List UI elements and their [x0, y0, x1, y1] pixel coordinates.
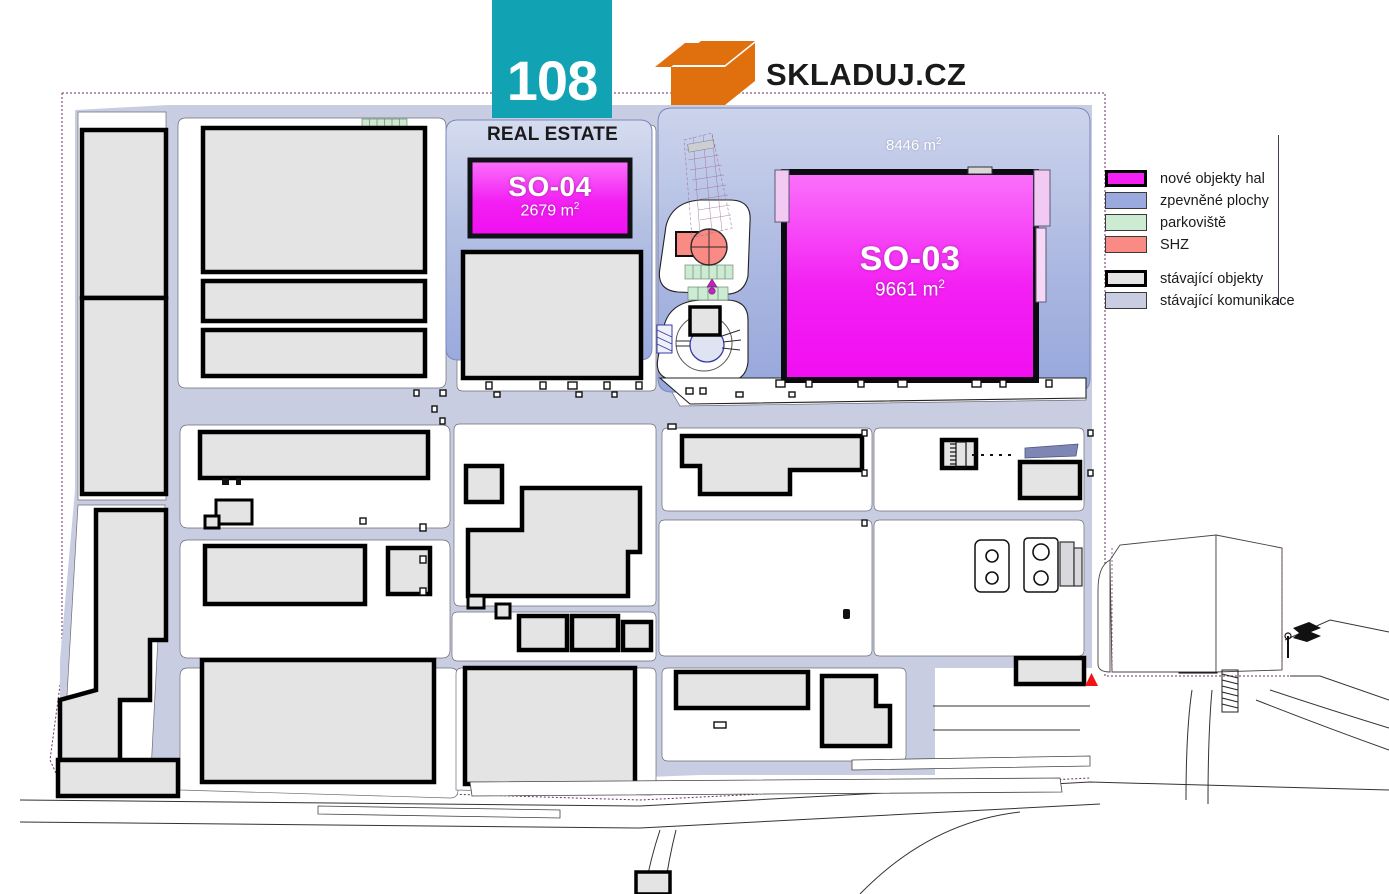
legend-label-shz: SHZ	[1160, 236, 1189, 253]
plot-area-label-8446: 8446 m2	[886, 136, 942, 154]
shz-layer	[675, 228, 728, 295]
red-triangle-marker	[1085, 673, 1098, 686]
skladuj-wordmark: SKLADUJ.CZ	[766, 57, 967, 92]
new-halls-layer	[467, 157, 1051, 383]
legend-divider	[1278, 135, 1279, 305]
legend-swatch-paved-areas	[1105, 192, 1147, 209]
tech-feature	[675, 305, 742, 372]
existing-buildings-layer	[55, 125, 1087, 799]
legend-label-new-halls: nové objekty hal	[1160, 170, 1265, 187]
legend-swatch-parking	[1105, 214, 1147, 231]
legend-item-existing-roads: stávající komunikace	[1105, 290, 1375, 311]
brand-real-estate-subtitle: REAL ESTATE	[487, 124, 618, 145]
legend-item-existing-buildings: stávající objekty	[1105, 268, 1375, 289]
legend-label-paved-areas: zpevněné plochy	[1160, 192, 1269, 209]
legend-item-parking: parkoviště	[1105, 212, 1375, 233]
blue-hatch-box	[656, 324, 673, 354]
skladuj-box-icon	[655, 37, 755, 105]
legend-label-existing-buildings: stávající objekty	[1160, 270, 1264, 287]
legend-item-paved-areas: zpevněné plochy	[1105, 190, 1375, 211]
hatch-overlay	[683, 132, 733, 239]
legend-item-shz: SHZ	[1105, 234, 1375, 255]
brand-108-number: 108	[506, 49, 598, 112]
legend-label-existing-roads: stávající komunikace	[1160, 292, 1295, 309]
legend-swatch-shz	[1105, 236, 1147, 253]
brand-108-badge: 108	[492, 0, 612, 118]
legend-label-parking: parkoviště	[1160, 214, 1227, 231]
legend-item-new-halls: nové objekty hal	[1105, 168, 1375, 189]
legend: nové objekty hal zpevněné plochy parkovi…	[1105, 168, 1375, 312]
legend-swatch-existing-roads	[1105, 292, 1147, 309]
legend-swatch-existing-buildings	[1105, 270, 1147, 287]
legend-swatch-new-halls	[1105, 170, 1147, 187]
